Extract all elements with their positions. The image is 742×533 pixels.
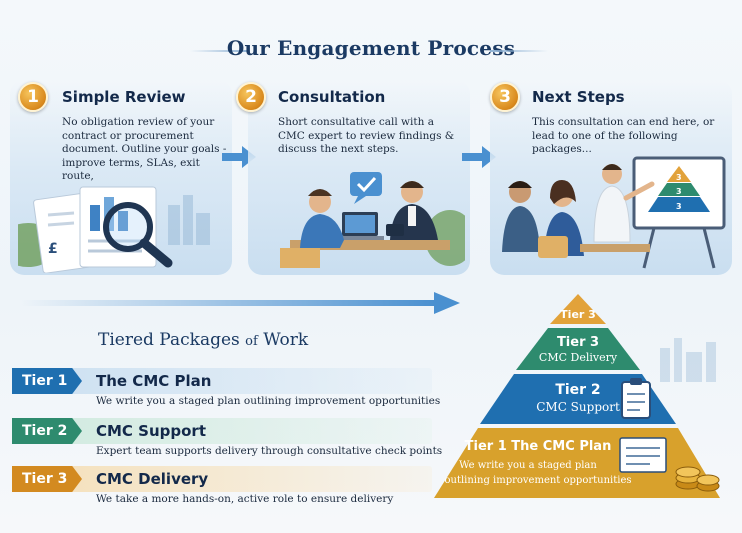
pyramid-level-1-label: Tier 1 The CMC Plan [465, 439, 612, 454]
step-title-3: Next Steps [532, 88, 625, 106]
page-title: Our Engagement Process [226, 36, 516, 60]
pyramid-level-3 [516, 328, 640, 370]
coins-icon [675, 466, 720, 492]
mini-pyramid-label: 3 [676, 187, 682, 196]
step-number-badge-2: 2 [236, 82, 266, 112]
document-icon [619, 437, 667, 473]
packages-heading: Tiered Packages of Work [98, 330, 308, 350]
step-description-2: Short consultative call with a CMC exper… [278, 116, 455, 155]
tier-band [72, 466, 432, 492]
pyramid-level-1-sub-b: outlining improvement opportunities [444, 475, 631, 486]
tier-name-2: CMC Support [96, 422, 206, 440]
pyramid-top-label: Tier 3 [560, 308, 596, 321]
page-header: Our Engagement Process [0, 36, 742, 66]
mini-pyramid-label: 3 [676, 202, 682, 211]
tier-row-1: Tier 1 The CMC Plan We write you a stage… [12, 368, 440, 407]
pyramid-level-2-sub: CMC Support [536, 400, 620, 414]
review-illustration: £ [18, 186, 210, 273]
tier-badge-2: Tier 2 [12, 418, 82, 444]
flow-arrow-icon [462, 146, 496, 168]
flow-arrow-icon [222, 146, 256, 168]
clipboard-icon [621, 378, 651, 419]
tier-row-2: Tier 2 CMC Support Expert team supports … [12, 418, 442, 457]
tier-name-1: The CMC Plan [96, 372, 212, 390]
packages-heading-main: Tiered Packages [98, 330, 240, 350]
step-description-1: No obligation review of your contract or… [62, 116, 227, 182]
title-divider-left [190, 50, 248, 52]
svg-text:£: £ [48, 241, 58, 257]
tier-pyramid: Tier 3 Tier 3 CMC Delivery Tier 2 CMC Su… [434, 294, 720, 498]
chat-check-icon [350, 172, 382, 204]
tier-band [72, 418, 432, 444]
step-description-3: This consultation can end here, or lead … [532, 116, 715, 155]
pyramid-level-1-sub-a: We write you a staged plan [459, 460, 597, 471]
tier-description-1: We write you a staged plan outlining imp… [96, 395, 441, 407]
tier-name-3: CMC Delivery [96, 470, 209, 488]
pyramid-level-3-label: Tier 3 [557, 335, 599, 350]
tier-band [72, 368, 432, 394]
next-steps-illustration: 3 3 3 [502, 156, 726, 269]
pyramid-chart-icon: 3 3 3 [648, 166, 710, 212]
packages-heading-work: Work [263, 330, 309, 350]
step-number-badge-3: 3 [490, 82, 520, 112]
pyramid-level-2-label: Tier 2 [555, 382, 600, 398]
tier-badge-1: Tier 1 [12, 368, 82, 394]
step-title-2: Consultation [278, 88, 386, 106]
title-divider-right [490, 50, 548, 52]
tier-row-3: Tier 3 CMC Delivery We take a more hands… [12, 466, 432, 505]
step-title-1: Simple Review [62, 88, 186, 106]
packages-heading-of: of [245, 334, 258, 349]
tier-description-3: We take a more hands-on, active role to … [96, 493, 394, 505]
packages-arrow [20, 292, 460, 314]
pyramid-top [550, 294, 606, 324]
tier-badge-3: Tier 3 [12, 466, 82, 492]
mini-pyramid-label: 3 [676, 173, 682, 182]
step-number-badge-1: 1 [18, 82, 48, 112]
pyramid-level-3-sub: CMC Delivery [539, 351, 618, 364]
tier-description-2: Expert team supports delivery through co… [96, 445, 443, 457]
consultation-illustration [280, 172, 465, 268]
magnifier-icon [103, 202, 173, 268]
